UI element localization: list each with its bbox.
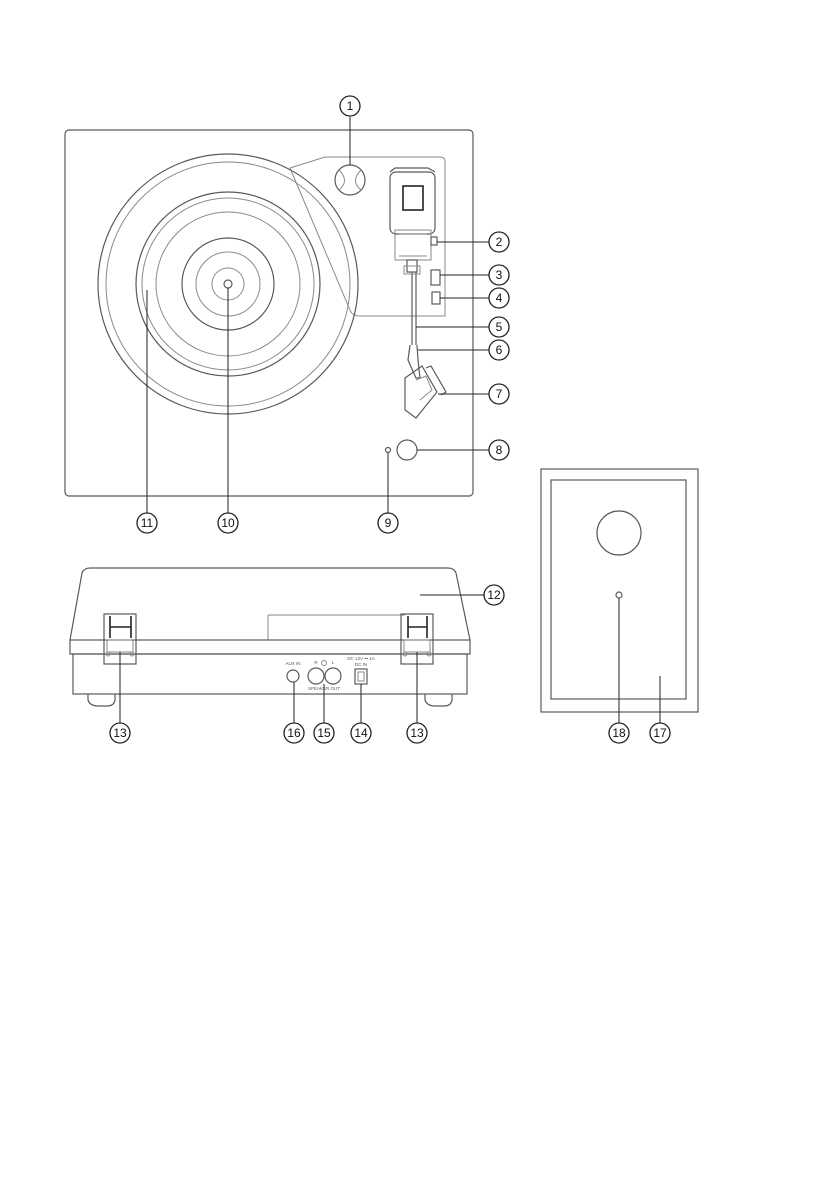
cue-lever <box>431 270 440 285</box>
callout-5: 5 <box>489 317 509 337</box>
callout-12: 12 <box>484 585 504 605</box>
callout-15-number: 15 <box>317 726 331 740</box>
callout-16: 16 <box>284 723 304 743</box>
arm-rest <box>432 292 440 304</box>
power-indicator <box>386 448 391 453</box>
callout-10-number: 10 <box>221 516 235 530</box>
callout-2-number: 2 <box>496 235 503 249</box>
callout-1: 1 <box>340 96 360 116</box>
headshell <box>405 366 446 418</box>
foot-right <box>425 694 452 706</box>
callout-3: 3 <box>489 265 509 285</box>
speed-selector-knob <box>397 440 417 460</box>
callout-17: 17 <box>650 723 670 743</box>
callout-14-number: 14 <box>354 726 368 740</box>
callout-11-number: 11 <box>141 516 154 530</box>
speaker-out-right-jack <box>325 668 341 684</box>
callout-4: 4 <box>489 288 509 308</box>
callout-12-number: 12 <box>487 588 501 602</box>
callout-7: 7 <box>489 384 509 404</box>
callout-1-number: 1 <box>347 99 354 113</box>
callout-13-left: 13 <box>110 723 130 743</box>
callout-11: 11 <box>137 513 157 533</box>
callout-18: 18 <box>609 723 629 743</box>
aux-in-jack <box>287 670 299 682</box>
callout-5-number: 5 <box>496 320 503 334</box>
anti-skate-knob <box>431 237 437 245</box>
callout-15: 15 <box>314 723 334 743</box>
callout-9: 9 <box>378 513 398 533</box>
dc-in-socket <box>355 669 367 684</box>
callout-6: 6 <box>489 340 509 360</box>
dust-cover <box>70 568 470 640</box>
callout-3-number: 3 <box>496 268 503 282</box>
tonearm-assembly <box>390 168 446 418</box>
callout-4-number: 4 <box>496 291 503 305</box>
callout-6-number: 6 <box>496 343 503 357</box>
callout-17-number: 17 <box>653 726 667 740</box>
callout-8-number: 8 <box>496 443 503 457</box>
adapter-45rpm <box>335 165 365 195</box>
speaker-left-label: R <box>314 660 318 665</box>
rear-base-body <box>73 654 467 694</box>
foot-left <box>88 694 115 706</box>
callout-2: 2 <box>489 232 509 252</box>
callout-13-left-number: 13 <box>113 726 127 740</box>
callout-9-number: 9 <box>385 516 392 530</box>
callout-13-right-number: 13 <box>410 726 424 740</box>
spindle <box>224 280 232 288</box>
turntable-top-view <box>65 130 473 496</box>
callout-7-number: 7 <box>496 387 503 401</box>
speaker-out-left-jack <box>308 668 324 684</box>
callout-14: 14 <box>351 723 371 743</box>
speaker-right-label: L <box>332 660 335 665</box>
callout-16-number: 16 <box>287 726 301 740</box>
dc-in-label: DC 12V ⎓ 1A <box>347 656 374 661</box>
speaker-port <box>616 592 622 598</box>
callout-10: 10 <box>218 513 238 533</box>
dc-in-sublabel: DC IN <box>355 662 367 667</box>
callout-8: 8 <box>489 440 509 460</box>
aux-in-label: AUX IN <box>285 661 300 666</box>
callout-13-right: 13 <box>407 723 427 743</box>
speaker-driver <box>597 511 641 555</box>
callout-18-number: 18 <box>612 726 626 740</box>
turntable-rear-view: AUX IN R L SPEAKER OUT DC 12V ⎓ 1A DC IN <box>70 568 470 706</box>
